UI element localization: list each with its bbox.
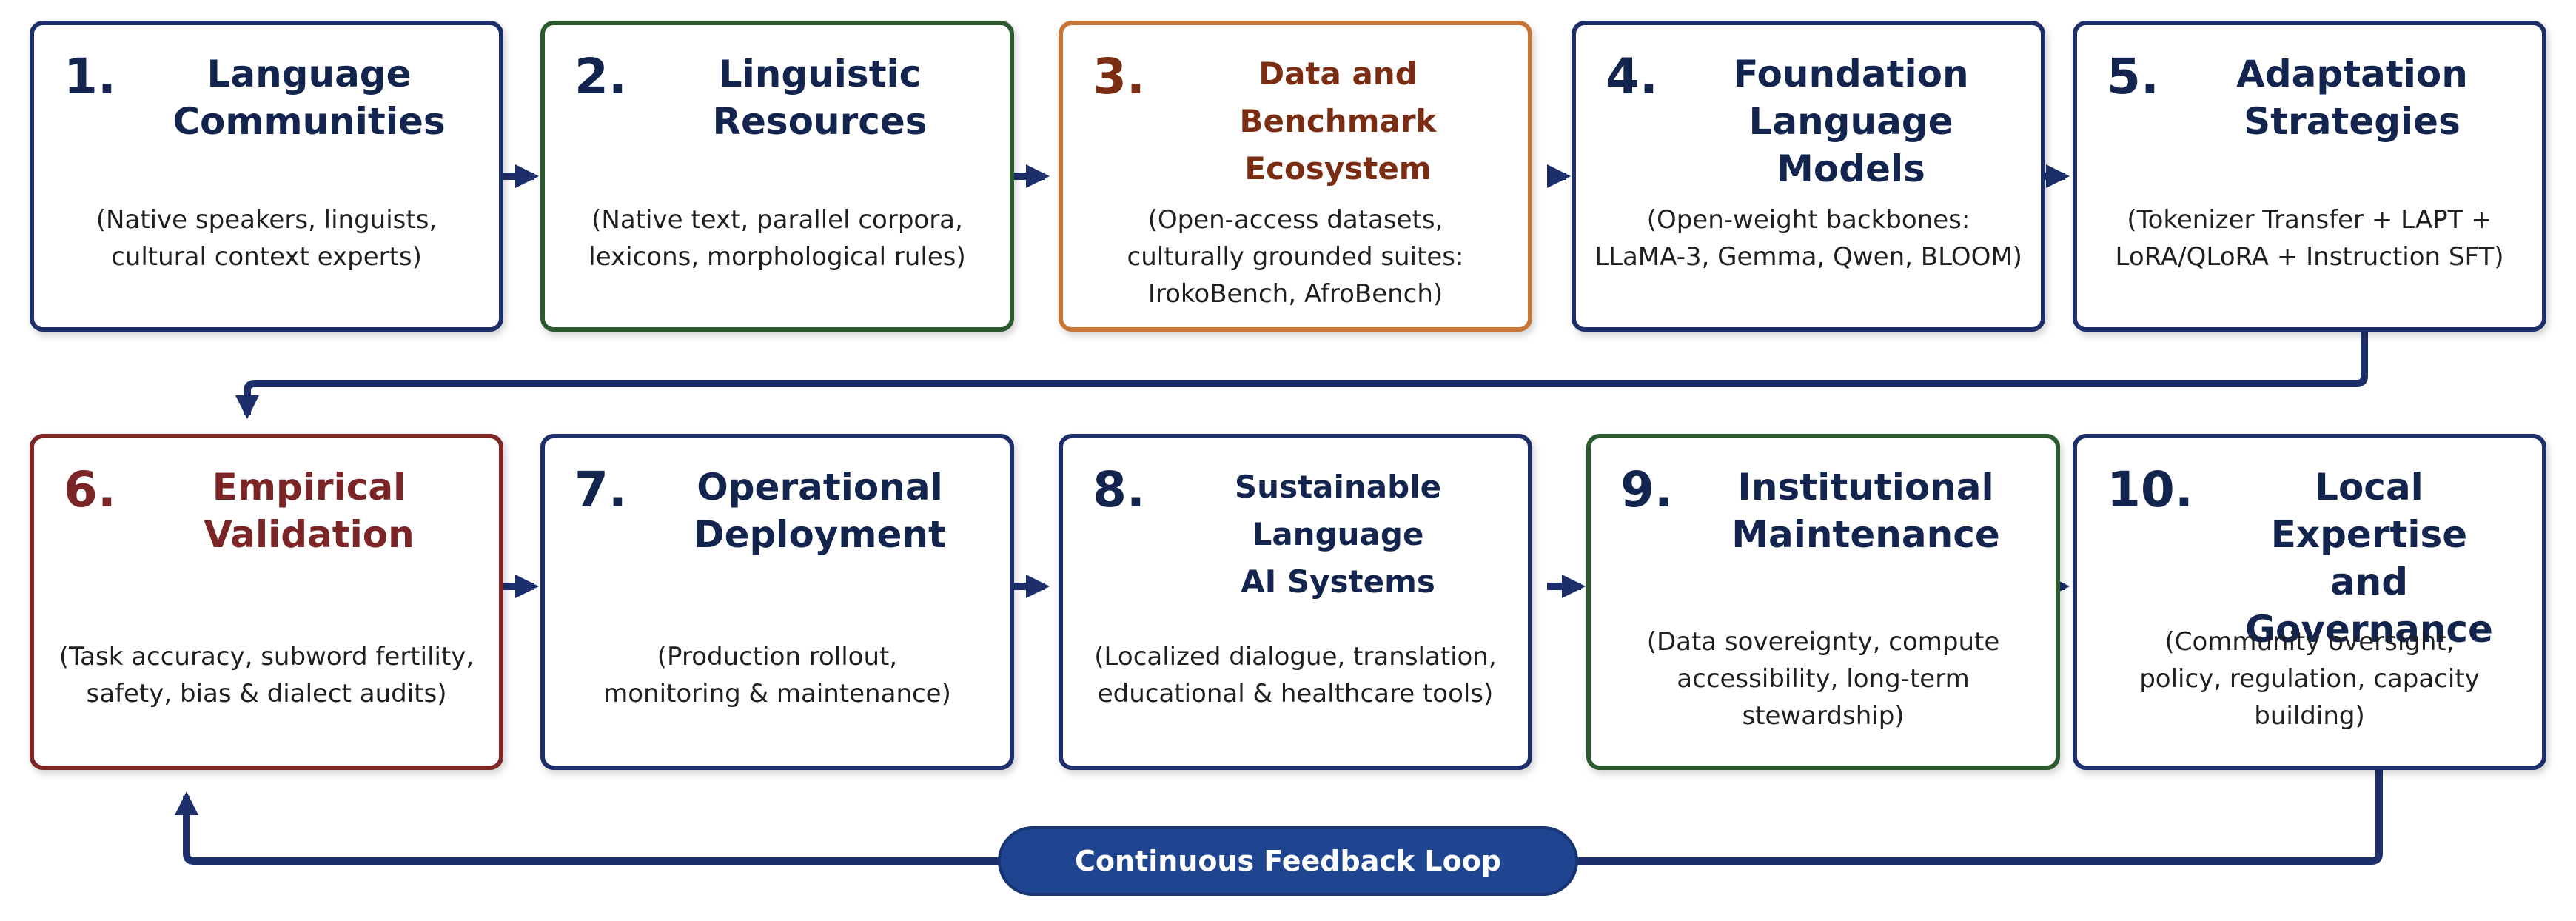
step-5-box: 5. Adaptation Strategies (Tokenizer Tran… — [2073, 21, 2546, 332]
step-8-title: Sustainable Language AI Systems — [1234, 469, 1442, 600]
step-4-title: Foundation Language Models — [1733, 53, 1969, 190]
step-9-title: Institutional Maintenance — [1731, 466, 2000, 556]
step-6-description: (Task accuracy, subword fertility, safet… — [58, 642, 474, 709]
step-2-number: 2. — [574, 48, 627, 105]
step-5-number: 5. — [2107, 48, 2159, 105]
step-8-header: 8. Sustainable Language AI Systems — [1093, 463, 1510, 606]
step-7-title: Operational Deployment — [694, 466, 946, 556]
step-1-number: 1. — [64, 48, 116, 105]
step-2-box: 2. Linguistic Resources (Native text, pa… — [540, 21, 1014, 332]
step-6-header: 6. Empirical Validation — [64, 463, 481, 558]
step-1-title: Language Communities — [172, 53, 446, 143]
step-10-box: 10. Local Expertise and Governance (Comm… — [2073, 434, 2546, 770]
step-10-description: (Community oversight, policy, regulation… — [2139, 627, 2480, 731]
step-2-description: (Native text, parallel corpora, lexicons… — [588, 205, 966, 272]
step-6-number: 6. — [64, 461, 116, 518]
step-1-box: 1. Language Communities (Native speakers… — [30, 21, 503, 332]
step-4-box: 4. Foundation Language Models (Open-weig… — [1572, 21, 2045, 332]
step-7-box: 7. Operational Deployment (Production ro… — [540, 434, 1014, 770]
step-9-number: 9. — [1620, 461, 1673, 518]
step-4-header: 4. Foundation Language Models — [1606, 50, 2023, 192]
step-3-box: 3. Data and Benchmark Ecosystem (Open-ac… — [1059, 21, 1532, 332]
arrow-5-to-6 — [235, 332, 2368, 420]
feedback-loop-label: Continuous Feedback Loop — [998, 826, 1578, 896]
step-8-description: (Localized dialogue, translation, educat… — [1094, 642, 1497, 709]
step-4-description: (Open-weight backbones: LLaMA-3, Gemma, … — [1594, 205, 2022, 272]
step-9-box: 9. Institutional Maintenance (Data sover… — [1586, 434, 2060, 770]
step-3-header: 3. Data and Benchmark Ecosystem — [1093, 50, 1510, 192]
step-7-description: (Production rollout, monitoring & mainte… — [603, 642, 951, 709]
step-7-number: 7. — [574, 461, 627, 518]
step-1-header: 1. Language Communities — [64, 50, 481, 145]
step-5-description: (Tokenizer Transfer + LAPT + LoRA/QLoRA … — [2115, 205, 2504, 272]
step-10-header: 10. Local Expertise and Governance — [2107, 463, 2524, 653]
step-2-header: 2. Linguistic Resources — [574, 50, 992, 145]
step-2-title: Linguistic Resources — [712, 53, 928, 143]
step-7-header: 7. Operational Deployment — [574, 463, 992, 558]
step-3-number: 3. — [1093, 48, 1145, 105]
step-9-header: 9. Institutional Maintenance — [1620, 463, 2038, 558]
step-4-number: 4. — [1606, 48, 1658, 105]
step-10-title: Local Expertise and Governance — [2244, 466, 2493, 651]
step-1-description: (Native speakers, linguists, cultural co… — [95, 205, 437, 272]
step-6-title: Empirical Validation — [204, 466, 415, 556]
step-5-title: Adaptation Strategies — [2236, 53, 2468, 143]
step-8-box: 8. Sustainable Language AI Systems (Loca… — [1059, 434, 1532, 770]
step-9-description: (Data sovereignty, compute accessibility… — [1646, 627, 2000, 731]
step-5-header: 5. Adaptation Strategies — [2107, 50, 2524, 145]
step-3-description: (Open-access datasets, culturally ground… — [1127, 205, 1464, 309]
step-8-number: 8. — [1093, 461, 1145, 518]
step-10-number: 10. — [2107, 461, 2193, 518]
step-3-title: Data and Benchmark Ecosystem — [1239, 56, 1437, 187]
step-6-box: 6. Empirical Validation (Task accuracy, … — [30, 434, 503, 770]
